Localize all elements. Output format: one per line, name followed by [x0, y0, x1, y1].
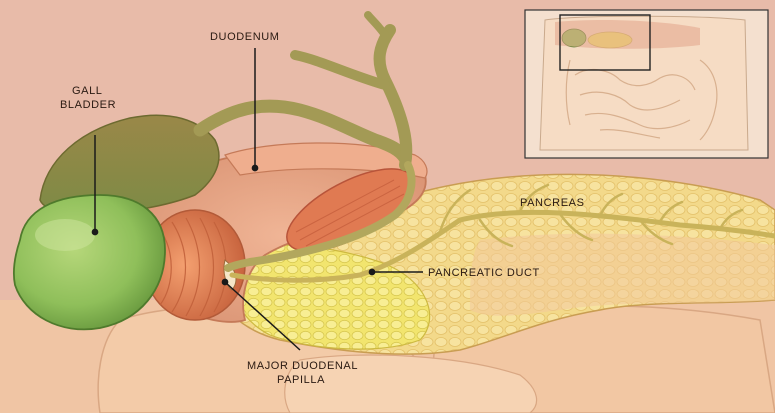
- label-gallbladder-line1: GALL: [72, 85, 103, 97]
- inset-thumbnail: [525, 10, 768, 158]
- label-papilla-line2: PAPILLA: [277, 374, 325, 386]
- label-papilla-line1: MAJOR DUODENAL: [247, 360, 358, 372]
- label-gallbladder-line2: BLADDER: [60, 99, 116, 111]
- label-duodenum: DUODENUM: [210, 31, 280, 43]
- gallbladder-highlight: [35, 219, 95, 251]
- label-pancreatic-duct: PANCREATIC DUCT: [428, 267, 540, 279]
- label-pancreas: PANCREAS: [520, 197, 585, 209]
